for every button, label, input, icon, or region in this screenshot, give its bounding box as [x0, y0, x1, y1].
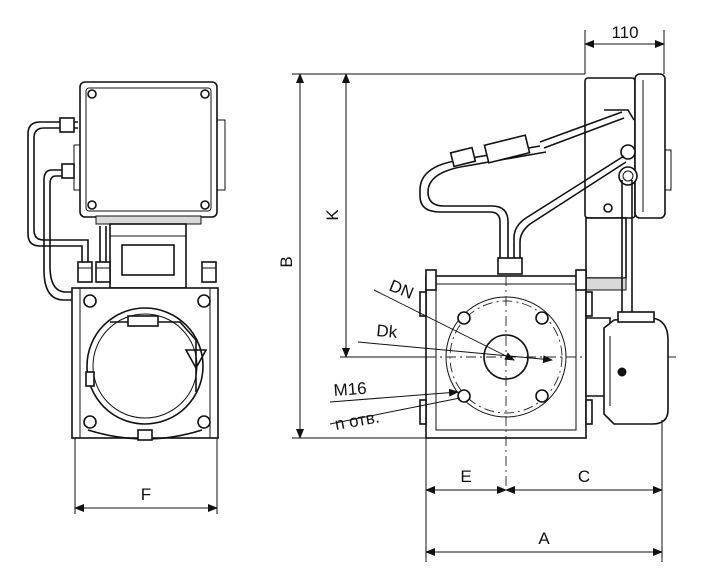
- impulse-tubes: [27, 117, 107, 301]
- electronics-box-front: [73, 81, 226, 225]
- top-fittings: [77, 261, 217, 283]
- neck: [109, 223, 187, 289]
- label-c: C: [578, 467, 590, 486]
- meter-body-front: [71, 287, 219, 441]
- dimension-110: 110: [584, 23, 665, 74]
- dimension-k: K: [323, 73, 426, 358]
- label-holes: n отв.: [333, 407, 380, 433]
- dimension-b: B: [277, 73, 585, 439]
- side-tubes: [419, 111, 633, 320]
- label-k: K: [323, 209, 342, 221]
- front-view: F: [27, 81, 226, 514]
- label-m16: M16: [333, 379, 367, 400]
- label-110: 110: [611, 23, 638, 42]
- dimension-f: F: [74, 438, 218, 514]
- side-view: 110: [277, 23, 680, 562]
- label-f: F: [141, 485, 151, 504]
- callouts: DN Dk M16 n отв.: [329, 276, 553, 434]
- label-a: A: [538, 529, 550, 548]
- dimension-e-c: E C: [425, 420, 663, 562]
- label-e: E: [460, 467, 471, 486]
- label-b: B: [277, 256, 296, 267]
- label-dk: Dk: [376, 321, 399, 342]
- sensor-housing: [585, 311, 669, 425]
- dimension-a: A: [425, 529, 663, 556]
